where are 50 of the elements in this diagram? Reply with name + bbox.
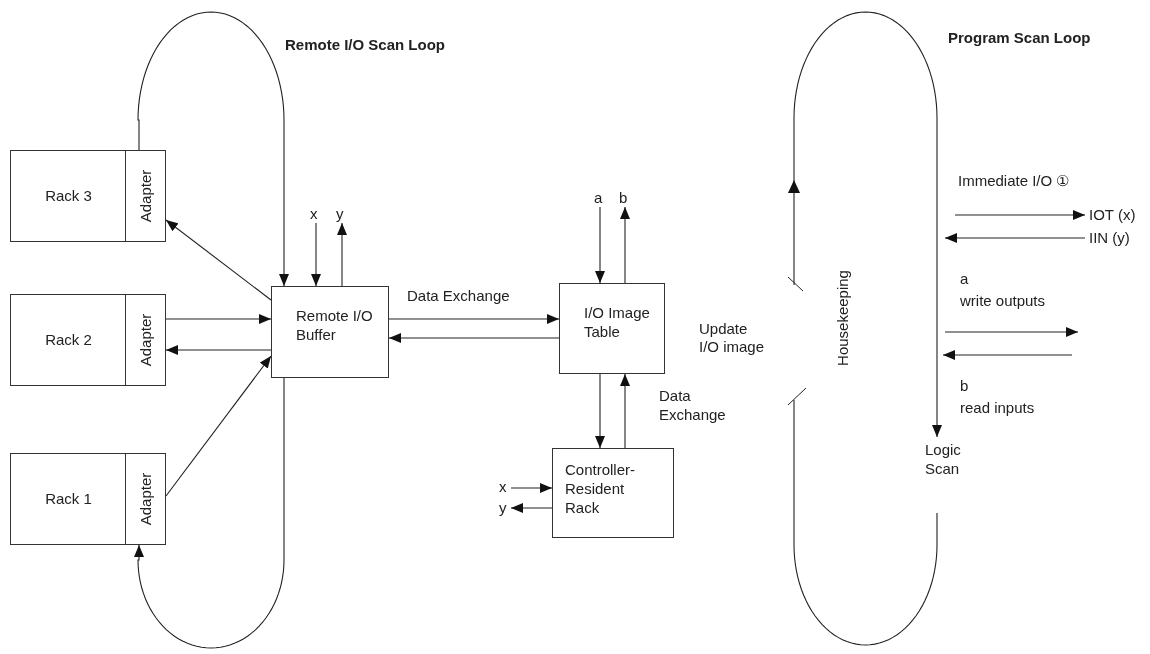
process-box: Remote I/O Buffer <box>271 286 389 378</box>
arrow <box>311 222 321 287</box>
rack-label: Rack 1 <box>44 490 93 509</box>
arrow <box>388 314 560 324</box>
arrow <box>337 222 347 287</box>
arrow <box>595 206 605 284</box>
arrow <box>165 219 272 301</box>
arrow <box>944 233 1086 243</box>
node-label: IIN (y) <box>1089 229 1147 248</box>
loop-title: Program Scan Loop <box>948 29 1091 47</box>
arrow <box>388 333 560 343</box>
signal-label: a <box>960 270 969 288</box>
signal-label: b <box>960 377 969 395</box>
adapter-section: Adapter <box>125 294 166 386</box>
rack-label: Rack 3 <box>44 187 93 206</box>
arrow <box>595 373 605 449</box>
arrow <box>165 345 272 355</box>
stage-label: Housekeeping <box>833 243 853 393</box>
node-label: Logic Scan <box>925 441 973 479</box>
rack-label: Rack 2 <box>44 331 93 350</box>
arrow <box>165 314 272 324</box>
node-label: y <box>336 205 348 224</box>
rack-box <box>10 150 166 242</box>
arrow <box>510 483 553 493</box>
process-box: I/O Image Table <box>559 283 665 374</box>
node-label: x <box>310 205 322 224</box>
annotation: Update I/O image <box>699 320 766 356</box>
annotation: read inputs <box>960 399 1035 417</box>
arrow <box>510 503 553 513</box>
rack-box <box>10 294 166 386</box>
edge-label: Data Exchange <box>405 287 512 306</box>
adapter-section: Adapter <box>125 150 166 242</box>
arrow <box>165 355 272 497</box>
arrow <box>134 377 285 649</box>
arrow <box>620 206 630 284</box>
node-label: a <box>594 189 606 208</box>
node-label: b <box>619 189 631 208</box>
node-label: IOT (x) <box>1089 206 1147 225</box>
arrow <box>793 11 942 438</box>
adapter-section: Adapter <box>125 453 166 545</box>
arrow <box>954 210 1086 220</box>
annotation: write outputs <box>960 292 1046 310</box>
arrow <box>137 11 289 287</box>
loop-title: Remote I/O Scan Loop <box>285 36 446 54</box>
arrow <box>620 373 630 449</box>
rack-box <box>10 453 166 545</box>
node-label: y <box>499 499 511 518</box>
process-box: Controller-Resident Rack <box>552 448 674 538</box>
node-label: x <box>499 478 511 497</box>
annotation: Immediate I/O ① <box>958 172 1070 190</box>
